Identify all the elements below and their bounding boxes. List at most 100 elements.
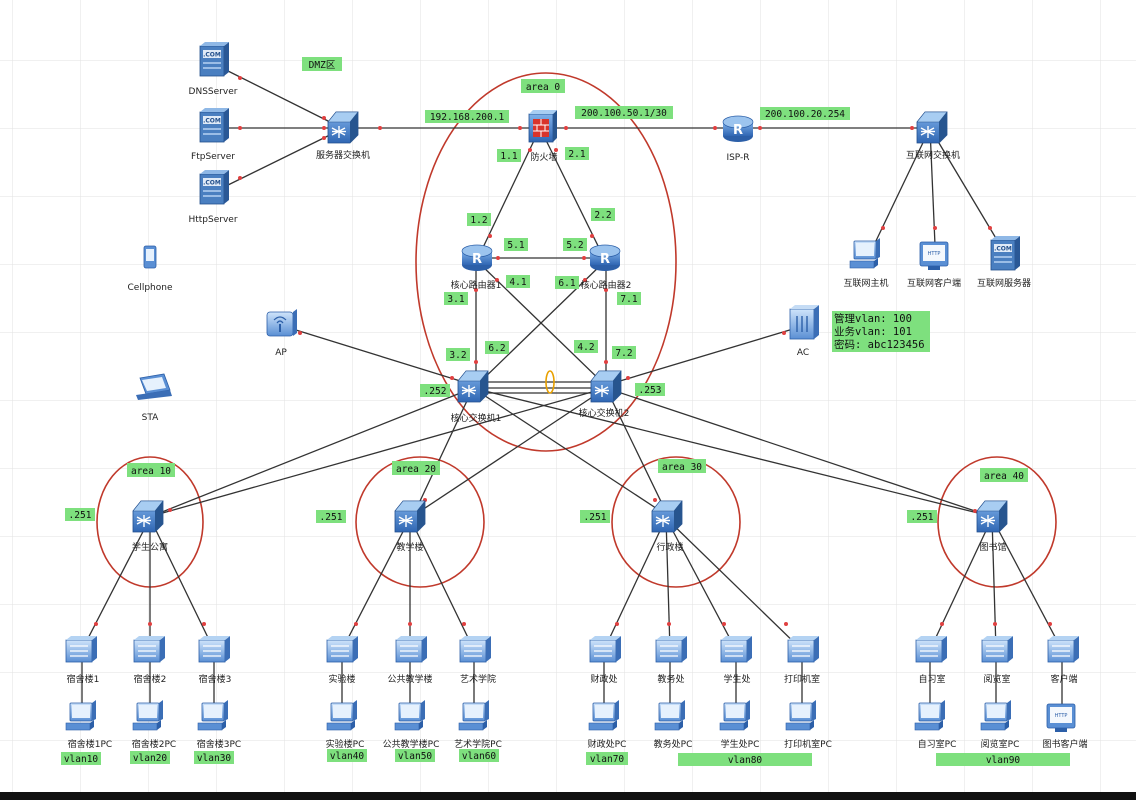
http-server[interactable]: HttpServer — [188, 169, 238, 225]
pc-label: 教务处PC — [654, 738, 693, 750]
internet-server[interactable]: 互联网服务器 — [977, 235, 1031, 289]
agg-switch-dormitory[interactable]: 学生公寓 — [132, 500, 168, 553]
internet-switch[interactable]: 互联网交换机 — [906, 111, 960, 161]
agg-switch-admin[interactable]: 行政楼 — [651, 500, 684, 553]
pc[interactable]: 公共教学楼PC — [383, 699, 440, 750]
wlan-biz-vlan: 业务vlan: 101 — [834, 325, 912, 338]
pc[interactable]: 实验楼PC — [326, 699, 365, 750]
vlan80-tag: vlan80 — [728, 755, 763, 766]
http-server-label: HttpServer — [188, 215, 237, 225]
access-switch[interactable]: 实验楼 — [326, 635, 359, 685]
pc-label: 打印机室PC — [784, 738, 832, 750]
sta-label: STA — [142, 413, 160, 423]
access-switch-label: 宿舍楼2 — [134, 673, 167, 685]
agg-switch-dormitory-label: 学生公寓 — [132, 541, 168, 553]
pc[interactable]: 自习室PC — [914, 699, 957, 750]
pc[interactable]: 艺术学院PC — [454, 699, 502, 750]
pc-label: 公共教学楼PC — [383, 738, 440, 750]
access-switch-label: 打印机室 — [784, 673, 820, 685]
access-switch[interactable]: 阅览室 — [981, 635, 1014, 685]
core-router-1[interactable]: 核心路由器1 — [451, 244, 502, 291]
ftp-server[interactable]: FtpServer — [191, 107, 235, 162]
core-switch-2[interactable]: 核心交换机2 — [579, 370, 630, 419]
pc[interactable]: 宿舍楼3PC — [197, 699, 241, 750]
pc[interactable]: 打印机室PC — [784, 699, 832, 750]
agg-switch-teaching[interactable]: 教学楼 — [394, 500, 426, 553]
core-switch-1-vip: .252 — [424, 386, 447, 397]
access-switch[interactable]: 财政处 — [589, 635, 622, 685]
access-switch[interactable]: 公共教学楼 — [387, 635, 433, 685]
access-switch[interactable]: 宿舍楼2 — [133, 635, 167, 685]
area20-circle — [355, 456, 485, 588]
access-switch-label: 客户端 — [1050, 673, 1077, 685]
links — [81, 69, 1063, 714]
if-4-1: 4.1 — [509, 277, 526, 288]
pc[interactable]: 宿舍楼2PC — [132, 699, 176, 750]
core-switch-2-label: 核心交换机2 — [579, 407, 630, 419]
agg4-ip: .251 — [911, 512, 934, 523]
access-point[interactable]: AP — [266, 308, 298, 358]
agg2-ip: .251 — [320, 512, 343, 523]
access-switch-label: 公共教学楼 — [387, 673, 432, 685]
internet-client-label: 互联网客户端 — [907, 277, 961, 289]
pc-label: 阅览室PC — [981, 738, 1020, 750]
agg-switch-library-label: 图书馆 — [979, 541, 1006, 553]
internet-client[interactable]: 互联网客户端 — [907, 241, 961, 289]
address-tags: 192.168.200.1 200.100.50.1/30 200.100.20… — [65, 106, 937, 523]
access-switch[interactable]: 客户端 — [1047, 635, 1080, 685]
pc[interactable]: 阅览室PC — [980, 699, 1020, 750]
fw-isp-ip: 200.100.50.1/30 — [581, 108, 667, 119]
if-1-2: 1.2 — [470, 215, 487, 226]
pc-label: 图书客户端 — [1042, 738, 1087, 750]
dns-server[interactable]: DNSServer — [189, 41, 238, 97]
port-dots — [94, 76, 1052, 626]
access-switch-label: 阅览室 — [983, 673, 1010, 685]
isp-router-label: ISP-R — [726, 153, 749, 163]
internet-host[interactable]: 互联网主机 — [843, 237, 889, 289]
access-switch[interactable]: 打印机室 — [784, 635, 820, 685]
access-switch-label: 艺术学院 — [460, 673, 496, 685]
pc-label: 自习室PC — [918, 738, 957, 750]
wlan-password: 密码: abc123456 — [834, 338, 925, 351]
if-7-2: 7.2 — [615, 348, 632, 359]
access-controller[interactable]: AC — [789, 304, 820, 358]
server-switch-label: 服务器交换机 — [316, 149, 370, 161]
vlan70-tag: vlan70 — [590, 754, 625, 765]
server-switch[interactable]: 服务器交换机 — [316, 111, 370, 161]
agg-switch-library[interactable]: 图书馆 — [976, 500, 1008, 553]
internet-switch-label: 互联网交换机 — [906, 149, 960, 161]
access-switch[interactable]: 艺术学院 — [459, 635, 496, 685]
dmz-zone-label: DMZ区 — [309, 60, 336, 71]
core-router-2[interactable]: 核心路由器2 — [581, 244, 632, 291]
isp-router[interactable]: ISP-R — [722, 115, 754, 163]
access-switch[interactable]: 学生处 — [720, 635, 753, 685]
dmz-gateway-ip: 192.168.200.1 — [430, 112, 505, 123]
isp-internet-ip: 200.100.20.254 — [765, 109, 845, 120]
area30-label: area 30 — [662, 462, 702, 473]
access-switch[interactable]: 宿舍楼1 — [65, 635, 99, 685]
firewall[interactable]: 防火墙 — [528, 109, 558, 163]
pc[interactable]: 学生处PC — [719, 699, 759, 750]
access-switch[interactable]: 教务处 — [655, 635, 688, 685]
area20-label: area 20 — [396, 464, 436, 475]
pc-label: 实验楼PC — [326, 738, 365, 750]
area40-circle — [937, 456, 1057, 588]
sta-laptop[interactable]: STA — [136, 373, 172, 423]
access-switch[interactable]: 自习室 — [915, 635, 948, 685]
core-switch-1[interactable]: 核心交换机1 — [451, 370, 502, 424]
pc[interactable]: 教务处PC — [654, 699, 693, 750]
cellphone[interactable]: Cellphone — [128, 245, 173, 293]
vlan60-tag: vlan60 — [462, 751, 497, 762]
pc[interactable]: 图书客户端 — [1042, 703, 1088, 750]
if-7-1: 7.1 — [620, 294, 637, 305]
pc-label: 宿舍楼3PC — [197, 738, 241, 750]
pc[interactable]: 财政处PC — [588, 699, 627, 750]
pc[interactable]: 宿舍楼1PC — [65, 699, 112, 750]
vlan40-tag: vlan40 — [330, 751, 365, 762]
area0-label: area 0 — [526, 82, 561, 93]
area0-circle — [415, 72, 677, 452]
access-switch[interactable]: 宿舍楼3 — [198, 635, 232, 685]
access-switch-label: 学生处 — [723, 673, 750, 685]
access-switch-label: 自习室 — [918, 673, 945, 685]
